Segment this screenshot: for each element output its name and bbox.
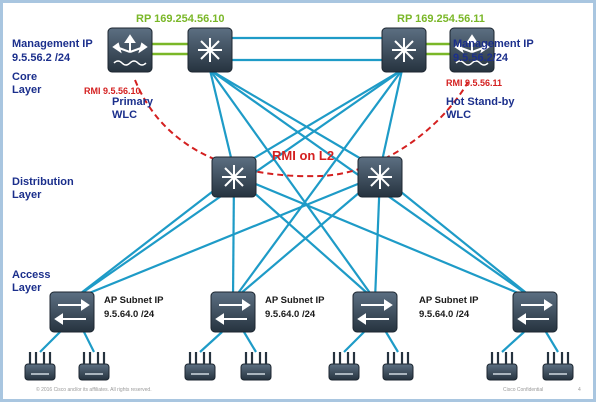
link xyxy=(343,331,365,353)
switch-icon xyxy=(215,299,251,325)
link xyxy=(71,173,381,302)
link xyxy=(39,331,61,353)
access-point-icon xyxy=(78,352,110,381)
link xyxy=(379,174,536,301)
rmi-label-right: RMI 9.5.56.11 xyxy=(446,78,502,88)
link xyxy=(545,331,559,353)
access-point-icon xyxy=(240,352,272,381)
switch-icon xyxy=(54,299,90,325)
rp-label-left: RP 169.254.56.10 xyxy=(136,13,224,25)
link xyxy=(385,331,399,353)
rmi-l2-link xyxy=(134,79,469,178)
link xyxy=(83,331,95,353)
access-point-icon xyxy=(328,352,360,381)
link xyxy=(233,173,536,302)
link xyxy=(199,331,223,353)
ap-subnet-label-3: AP Subnet IP xyxy=(419,295,479,306)
access-point-icon xyxy=(486,352,518,381)
access-switch-3 xyxy=(352,291,398,333)
ap-subnet-label-2: AP Subnet IP xyxy=(265,295,325,306)
mgmt-ip-label-left: Management IP xyxy=(12,38,93,50)
core-switch-left xyxy=(187,27,233,73)
rp-label-right: RP 169.254.56.11 xyxy=(397,13,485,25)
link xyxy=(378,69,404,171)
link xyxy=(71,174,235,301)
footer-copyright: © 2016 Cisco and/or its affiliates. All … xyxy=(36,386,152,393)
wlc-standby xyxy=(449,27,495,73)
access-point-icon xyxy=(184,352,216,381)
labels: Management IP 9.5.56.2 /24 RP 169.254.56… xyxy=(12,13,581,393)
access-switch-4 xyxy=(512,291,558,333)
link xyxy=(209,69,381,171)
link xyxy=(233,69,403,171)
access-switch-1 xyxy=(49,291,95,333)
rmi-on-l2-label: RMI on L2 xyxy=(272,148,334,163)
mgmt-ip-value-left: 9.5.56.2 /24 xyxy=(12,52,71,64)
ap-subnet-label-1: AP Subnet IP xyxy=(104,295,164,306)
link xyxy=(208,69,236,171)
multilayer-switch-icon xyxy=(198,38,222,62)
access-switch-2 xyxy=(210,291,256,333)
mgmt-ip-label-right: Management IP xyxy=(453,38,534,50)
access-points xyxy=(24,352,574,381)
switch-icon xyxy=(517,299,553,325)
multilayer-switch-icon xyxy=(392,38,416,62)
link xyxy=(209,69,376,301)
footer-confidential: Cisco Confidential xyxy=(503,387,543,393)
wlc-primary xyxy=(107,27,153,73)
multilayer-switch-icon xyxy=(222,165,246,189)
rmi-label-left: RMI 9.5.56.10 xyxy=(84,86,141,96)
link xyxy=(233,174,376,301)
distribution-switch-left xyxy=(211,156,257,198)
distribution-switch-right xyxy=(357,156,403,198)
footer-page-number: 4 xyxy=(578,387,581,393)
link xyxy=(243,331,257,353)
multilayer-switch-icon xyxy=(368,165,392,189)
switch-icon xyxy=(357,299,393,325)
core-switch-right xyxy=(381,27,427,73)
ap-subnet-ip-2: 9.5.64.0 /24 xyxy=(265,309,316,320)
link xyxy=(232,69,403,301)
access-point-icon xyxy=(542,352,574,381)
ap-subnet-ip-3: 9.5.64.0 /24 xyxy=(419,309,470,320)
wlc-icon xyxy=(112,34,148,66)
access-point-icon xyxy=(24,352,56,381)
link xyxy=(501,331,525,353)
link xyxy=(232,174,381,301)
wlc-icon xyxy=(454,34,490,66)
access-point-icon xyxy=(382,352,414,381)
mgmt-ip-value-right: 9.5.56.2/24 xyxy=(453,52,509,64)
rp-links xyxy=(150,42,450,56)
ap-subnet-ip-1: 9.5.64.0 /24 xyxy=(104,309,155,320)
